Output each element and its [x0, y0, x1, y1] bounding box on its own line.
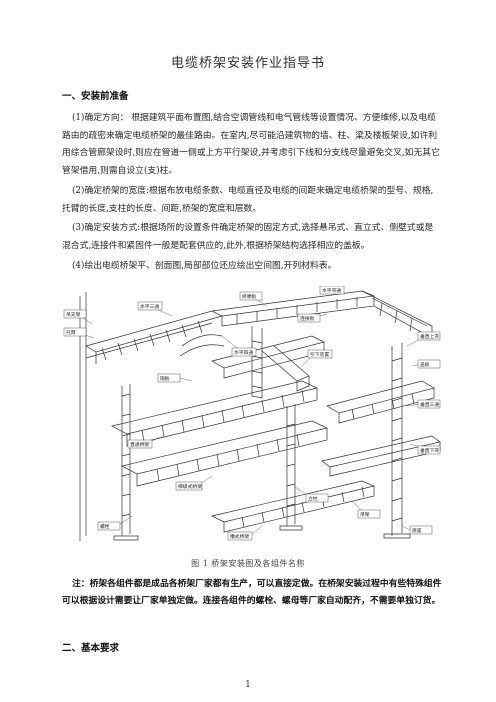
page-number: 1 — [245, 680, 251, 690]
figure-label: 连接板 — [300, 315, 315, 322]
figure-label: 吊支架 — [66, 311, 81, 318]
figure-label: 隔板 — [160, 375, 170, 382]
figure-label: 底座 — [412, 527, 422, 534]
figure-label: 直通桥架 — [130, 441, 149, 448]
figure-label: 梯级式桥架 — [178, 483, 202, 490]
figure-label: 水平三通 — [140, 303, 159, 310]
note-paragraph: 注：桥架各组件都是成品各桥架厂家都有生产，可以直接定做。在桥架安装过程中有些特殊… — [62, 579, 442, 606]
figure-label: 盖板 — [420, 361, 430, 368]
figure-label: 垂直下弯 — [420, 447, 439, 454]
figure-caption: 图 1 桥架安装图及各组件名称 — [191, 559, 305, 568]
paragraph-1: (1)确定方向： 根据建筑平面布置图,结合空调管线和电气管线等设置情况、方便维修… — [62, 113, 440, 176]
figure-label: 引下装置 — [310, 351, 329, 358]
figure-label: 立柱 — [308, 495, 318, 502]
page-title: 电缆桥架安装作业指导书 — [170, 56, 325, 71]
cable-tray-diagram: 吊支架 托臂 水平三通 终端板 水平弯通 连接板 垂直上弯 盖板 垂直三通 垂直… — [63, 286, 441, 541]
section-heading-1: 一、安装前准备 — [62, 91, 129, 102]
figure-label: 螺栓 — [100, 523, 110, 530]
paragraph-4: (4)绘出电缆桥架平、剖面图,局部部位还应绘出空间图,开列材料表。 — [72, 261, 337, 271]
section-heading-2: 二、基本要求 — [62, 643, 120, 654]
figure-label: 垂直三通 — [420, 401, 439, 408]
figure-label: 垂直上弯 — [420, 333, 439, 340]
figure-label: 终端板 — [242, 293, 257, 300]
figure-label: 吊架 — [360, 512, 370, 518]
figure-label: 槽式桥架 — [230, 533, 249, 540]
figure-label: 托臂 — [66, 329, 76, 336]
figure-label: 水平四通 — [234, 349, 253, 356]
paragraph-2: (2)确定桥架的宽度:根据布放电缆条数、电缆直径及电缆的间距来确定电缆桥架的型号… — [62, 186, 434, 214]
paragraph-3: (3)确定安装方式:根据场所的设置条件确定桥架的固定方式,选择悬吊式、直立式、侧… — [62, 223, 434, 251]
figure-label: 水平弯通 — [322, 287, 341, 294]
